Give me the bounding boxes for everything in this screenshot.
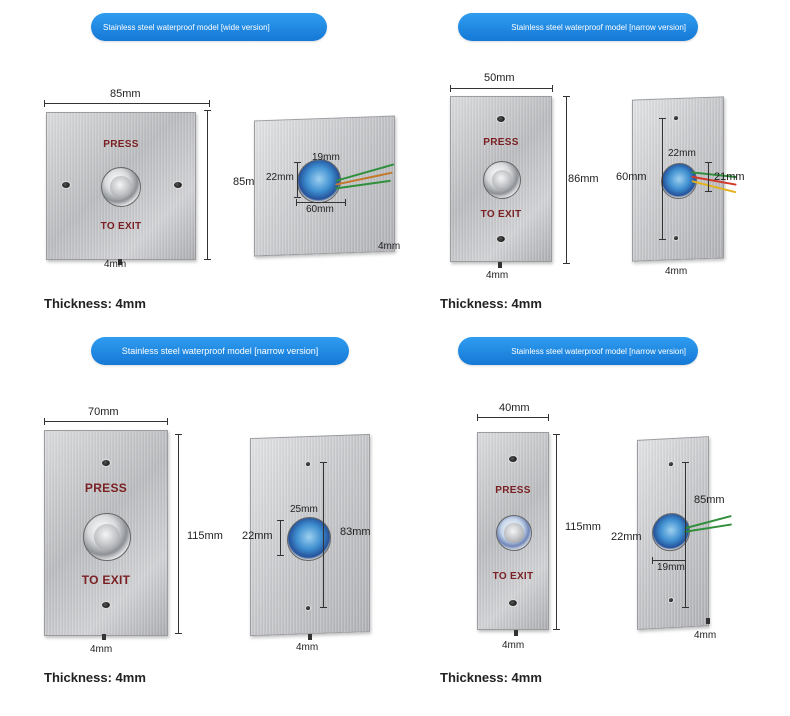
width-dim-line bbox=[450, 85, 553, 92]
exit-button-icon bbox=[496, 515, 532, 551]
thickness-tick bbox=[706, 618, 710, 624]
switch-module-icon bbox=[287, 516, 331, 562]
front-plate-wide: PRESS TO EXIT bbox=[46, 112, 196, 260]
thickness-label: Thickness: 4mm bbox=[44, 670, 146, 685]
front-plate-narrow-50: PRESS TO EXIT bbox=[450, 96, 552, 262]
back-thickness-dim: 4mm bbox=[694, 630, 717, 641]
height-dim: 86mm bbox=[568, 173, 599, 185]
back-thickness-dim: 4mm bbox=[378, 241, 401, 252]
thickness-tick bbox=[118, 259, 122, 265]
screw-hole-icon bbox=[496, 235, 506, 243]
back-thickness-dim: 4mm bbox=[665, 266, 688, 277]
exit-label: TO EXIT bbox=[81, 573, 131, 587]
module-dim-2: 22mm bbox=[242, 530, 273, 542]
front-thickness-dim: 4mm bbox=[104, 259, 127, 270]
back-height-line bbox=[659, 118, 666, 240]
switch-module-icon bbox=[297, 158, 341, 204]
screw-hole-icon bbox=[101, 459, 111, 467]
module-dim-1: 19mm bbox=[312, 152, 340, 163]
module-dim-3: 83mm bbox=[340, 526, 371, 538]
thickness-tick bbox=[498, 262, 502, 268]
press-label: PRESS bbox=[483, 137, 519, 148]
module-dim-1: 22mm bbox=[668, 148, 696, 159]
module-dim-3-line bbox=[320, 462, 327, 608]
module-dim-2-line bbox=[277, 520, 284, 556]
screw-hole-icon bbox=[496, 115, 506, 123]
module-dim-2: 22mm bbox=[266, 172, 294, 183]
front-thickness-dim: 4mm bbox=[486, 270, 509, 281]
exit-button-icon bbox=[83, 513, 131, 561]
section-title-narrow-2: Stainless steel waterproof model [narrow… bbox=[91, 337, 349, 365]
width-dim-line bbox=[44, 418, 168, 425]
module-dim-2: 60mm bbox=[616, 171, 647, 183]
screw-hole-icon bbox=[305, 604, 311, 612]
module-dim-3-line bbox=[652, 557, 686, 564]
height-dim: 115mm bbox=[565, 521, 601, 533]
height-dim-line bbox=[553, 434, 560, 630]
screw-hole-icon bbox=[668, 460, 674, 468]
front-thickness-dim: 4mm bbox=[502, 640, 525, 651]
module-dim-3: 60mm bbox=[306, 204, 334, 215]
width-dim: 50mm bbox=[484, 72, 515, 84]
height-dim: 115mm bbox=[187, 530, 223, 542]
height-dim-line bbox=[204, 110, 211, 260]
thickness-label: Thickness: 4mm bbox=[440, 670, 542, 685]
front-thickness-dim: 4mm bbox=[90, 644, 113, 655]
screw-hole-icon bbox=[61, 181, 71, 189]
thickness-tick bbox=[308, 634, 312, 640]
screw-hole-icon bbox=[101, 601, 111, 609]
height-dim-line bbox=[563, 96, 570, 264]
width-dim: 40mm bbox=[499, 402, 530, 414]
section-title-narrow-1: Stainless steel waterproof model [narrow… bbox=[458, 13, 698, 41]
screw-hole-icon bbox=[173, 181, 183, 189]
width-dim: 70mm bbox=[88, 406, 119, 418]
width-dim-line bbox=[44, 100, 210, 107]
back-plate-wide bbox=[254, 115, 395, 257]
module-dim-3-line bbox=[296, 199, 346, 206]
exit-button-icon bbox=[101, 167, 141, 207]
thickness-tick bbox=[102, 634, 106, 640]
thickness-label: Thickness: 4mm bbox=[44, 296, 146, 311]
module-dim-1: 25mm bbox=[290, 504, 318, 515]
module-dim-3: 19mm bbox=[657, 562, 685, 573]
screw-hole-icon bbox=[508, 599, 518, 607]
width-dim: 85mm bbox=[110, 88, 141, 100]
press-label: PRESS bbox=[495, 485, 531, 496]
screw-hole-icon bbox=[673, 114, 679, 122]
press-label: PRESS bbox=[103, 139, 139, 150]
module-dim-1-line bbox=[682, 462, 689, 608]
thickness-label: Thickness: 4mm bbox=[440, 296, 542, 311]
thickness-tick bbox=[514, 630, 518, 636]
exit-label: TO EXIT bbox=[492, 571, 534, 582]
height-dim-line bbox=[175, 434, 182, 634]
screw-hole-icon bbox=[305, 460, 311, 468]
section-title-wide: Stainless steel waterproof model [wide v… bbox=[91, 13, 327, 41]
screw-hole-icon bbox=[508, 455, 518, 463]
module-dim-3-line bbox=[705, 162, 712, 192]
exit-label: TO EXIT bbox=[100, 221, 142, 232]
screw-hole-icon bbox=[668, 596, 674, 604]
module-dim-1: 85mm bbox=[694, 494, 725, 506]
exit-label: TO EXIT bbox=[480, 209, 522, 220]
section-title-narrow-3: Stainless steel waterproof model [narrow… bbox=[458, 337, 698, 365]
width-dim-line bbox=[477, 414, 549, 421]
exit-button-icon bbox=[483, 161, 521, 199]
module-dim-2: 22mm bbox=[611, 531, 642, 543]
press-label: PRESS bbox=[84, 481, 128, 495]
module-dim-2-line bbox=[294, 162, 301, 198]
screw-hole-icon bbox=[673, 234, 679, 242]
front-plate-narrow-40: PRESS TO EXIT bbox=[477, 432, 549, 630]
front-plate-narrow-70: PRESS TO EXIT bbox=[44, 430, 168, 636]
back-plate-narrow-40 bbox=[637, 436, 732, 630]
back-thickness-dim: 4mm bbox=[296, 642, 319, 653]
module-dim-3: 21mm bbox=[714, 171, 745, 183]
